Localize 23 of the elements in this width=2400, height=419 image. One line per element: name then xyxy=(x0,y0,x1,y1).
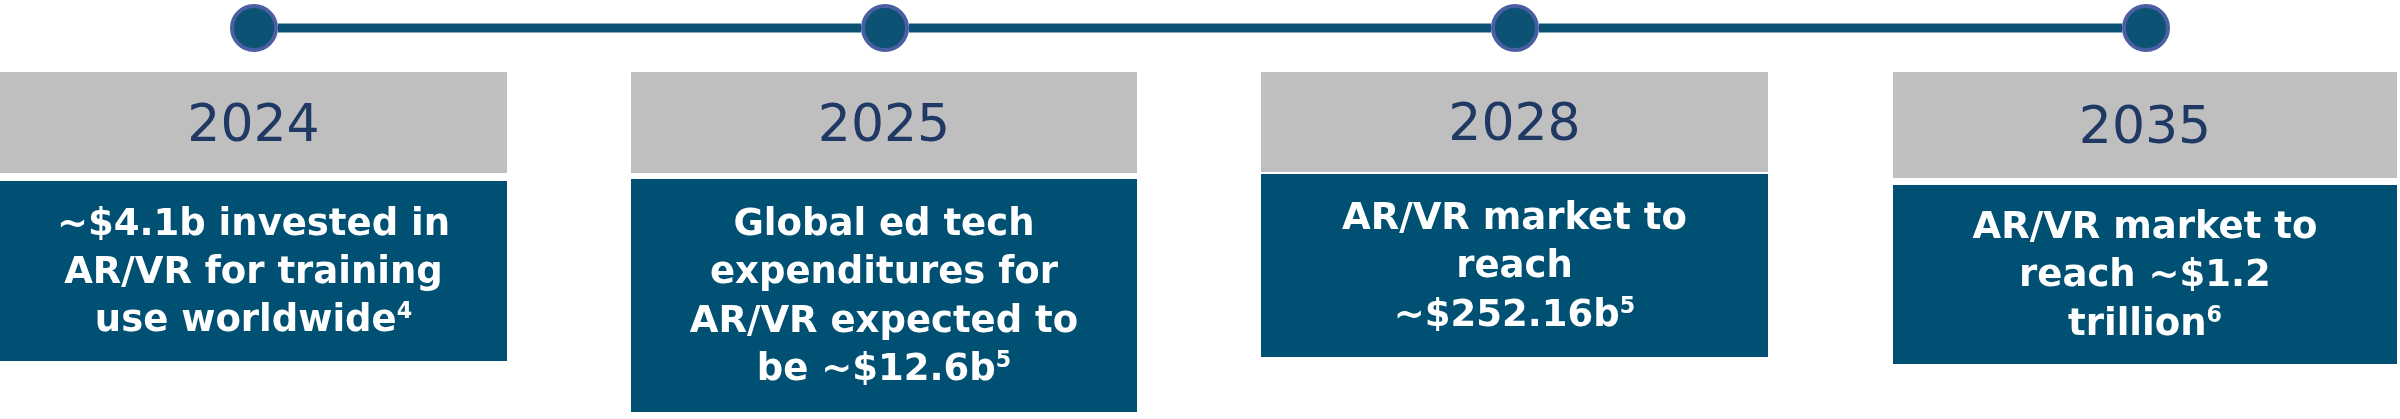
fact-box xyxy=(0,181,507,361)
year-header xyxy=(631,72,1137,173)
timeline-dot xyxy=(1491,4,1539,52)
timeline-line xyxy=(1539,23,2122,33)
year-header xyxy=(0,72,507,173)
timeline-dot xyxy=(2122,4,2170,52)
year-label: 2035 xyxy=(2078,95,2212,155)
fact-box xyxy=(1893,185,2397,364)
timeline-dot xyxy=(230,4,278,52)
timeline-dot xyxy=(861,4,909,52)
year-label: 2025 xyxy=(817,92,951,153)
fact-text: ~$4.1b invested in AR/VR for training use worldwide$^{4}$ xyxy=(55,199,452,343)
timeline-line xyxy=(909,23,1491,33)
fact-text: AR/VR market to reach ~$252.16b$^{5}$ xyxy=(1341,194,1688,337)
fact-text: Global ed tech expenditures for AR/VR expected to be ~$12.6b$^{5}$ xyxy=(688,200,1080,391)
fact-text: AR/VR market to reach ~$1.2 trillion$^{6}$ xyxy=(1971,203,2319,346)
year-label: 2024 xyxy=(187,92,320,153)
fact-box xyxy=(631,179,1137,412)
year-header xyxy=(1893,72,2397,178)
fact-box xyxy=(1261,174,1768,357)
year-label: 2028 xyxy=(1448,92,1581,152)
year-header xyxy=(1261,72,1768,172)
timeline-line xyxy=(278,23,861,33)
